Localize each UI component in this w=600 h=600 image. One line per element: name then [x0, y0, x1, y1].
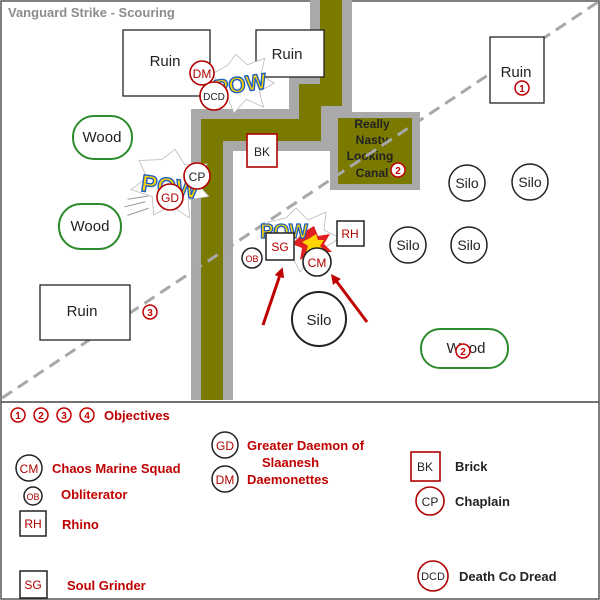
legend-item-gd: GD Greater Daemon of Slaanesh [211, 431, 365, 470]
legend-item-dcd: DCD Death Co Dread [417, 560, 557, 592]
svg-text:Chaplain: Chaplain [455, 494, 510, 509]
svg-text:Slaanesh: Slaanesh [262, 455, 319, 470]
silo-label: Silo [457, 237, 481, 253]
ruin-1 [122, 29, 211, 97]
svg-text:GD: GD [216, 439, 234, 453]
ruin-label: Ruin [272, 46, 303, 63]
svg-text:DM: DM [216, 473, 235, 487]
legend-item-ob: OB Obliterator [23, 486, 127, 506]
svg-text:Death Co Dread: Death Co Dread [459, 569, 557, 584]
svg-text:BK: BK [417, 460, 433, 474]
svg-text:OB: OB [26, 492, 39, 502]
objective-marker: 1 [514, 80, 530, 96]
svg-text:Daemonettes: Daemonettes [247, 472, 329, 487]
svg-text:Chaos Marine Squad: Chaos Marine Squad [52, 461, 181, 476]
svg-text:Nasty: Nasty [356, 133, 389, 147]
ruin-label: Ruin [67, 303, 98, 320]
svg-text:1: 1 [15, 411, 21, 422]
attack-arrow [331, 274, 369, 323]
silo-label: Silo [455, 175, 479, 191]
svg-text:Looking: Looking [347, 149, 394, 163]
svg-text:Soul Grinder: Soul Grinder [67, 578, 146, 593]
legend-item-bk: BK Brick [410, 451, 488, 482]
wood-label: Wood [83, 129, 122, 146]
svg-text:Objectives: Objectives [104, 408, 170, 423]
silo-5 [291, 291, 347, 347]
unit-cm: CM [302, 247, 332, 277]
silo-label: Silo [396, 237, 420, 253]
unit-sg: SG [265, 232, 295, 261]
silo-2 [511, 163, 549, 201]
objective-marker: 3 [142, 304, 158, 320]
svg-text:2: 2 [395, 166, 401, 177]
svg-text:Really: Really [354, 117, 390, 131]
svg-text:DM: DM [193, 67, 212, 81]
svg-text:Canal: Canal [356, 166, 389, 180]
svg-text:SG: SG [24, 578, 41, 592]
legend-objectives: 1 2 3 4 Objectives [10, 407, 170, 423]
objective-marker: 2 [390, 162, 406, 178]
legend-item-sg: SG Soul Grinder [19, 570, 146, 599]
svg-text:CM: CM [308, 256, 327, 270]
unit-cp: CP [183, 162, 211, 190]
ruin-2 [255, 29, 325, 78]
legend-item-cp: CP Chaplain [415, 486, 510, 516]
svg-text:SG: SG [271, 240, 288, 254]
svg-text:Rhino: Rhino [62, 517, 99, 532]
unit-dcd: DCD [199, 81, 229, 111]
svg-text:4: 4 [84, 411, 90, 422]
objective-markers: 1 2 3 2 [142, 80, 530, 359]
silo-label: Silo [518, 174, 542, 190]
unit-gd: GD [156, 183, 184, 211]
svg-text:Brick: Brick [455, 459, 488, 474]
wood-label: Wood [71, 218, 110, 235]
silo-4 [450, 226, 488, 264]
legend-item-rh: RH Rhino [19, 510, 99, 537]
svg-text:GD: GD [161, 191, 179, 205]
legend-item-dm: DM Daemonettes [211, 465, 329, 493]
unit-dm: DM [189, 60, 215, 86]
svg-text:Obliterator: Obliterator [61, 487, 127, 502]
svg-text:BK: BK [254, 145, 270, 159]
silo-3 [389, 226, 427, 264]
svg-text:2: 2 [460, 347, 466, 358]
road-network [191, 0, 420, 400]
svg-text:2: 2 [38, 411, 44, 422]
canal-channel [201, 0, 342, 400]
silo-1 [448, 164, 486, 202]
svg-text:DCD: DCD [203, 92, 225, 103]
svg-text:Greater Daemon of: Greater Daemon of [247, 438, 365, 453]
ruin-4 [39, 284, 131, 341]
svg-text:3: 3 [61, 411, 67, 422]
unit-bk: BK [246, 133, 278, 168]
svg-text:RH: RH [24, 517, 41, 531]
svg-text:CM: CM [20, 462, 39, 476]
svg-text:CP: CP [189, 170, 206, 184]
legend-item-cm: CM Chaos Marine Squad [15, 454, 181, 482]
ruin-label: Ruin [150, 53, 181, 70]
svg-text:CP: CP [422, 495, 439, 509]
canal-label: Really Nasty Looking Canal [347, 117, 394, 180]
svg-text:DCD: DCD [421, 571, 445, 583]
svg-text:OB: OB [245, 254, 258, 264]
svg-text:RH: RH [341, 227, 358, 241]
wood-1 [72, 115, 133, 160]
map-title: Vanguard Strike - Scouring [8, 5, 175, 20]
svg-text:1: 1 [519, 84, 525, 95]
unit-ob: OB [241, 247, 263, 269]
silo-label: Silo [306, 312, 331, 329]
objective-marker: 2 [455, 343, 471, 359]
attack-arrow [261, 267, 285, 326]
wood-2 [58, 203, 122, 250]
unit-rh: RH [336, 220, 365, 247]
svg-text:3: 3 [147, 308, 153, 319]
ruin-label: Ruin [501, 64, 532, 81]
